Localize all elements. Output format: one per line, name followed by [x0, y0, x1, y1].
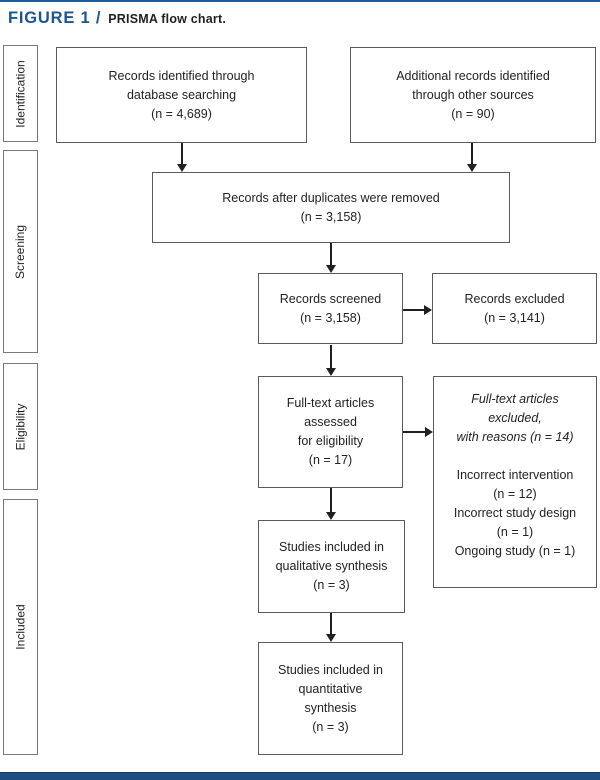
stage-included: Included [3, 499, 38, 755]
box-quantitative-synthesis: Studies included in quantitative synthes… [258, 642, 403, 755]
top-rule [0, 0, 600, 2]
box-additional-records-other-sources-text: Additional records identified through ot… [396, 68, 550, 121]
arrow-duplicates-to-screened-icon [330, 243, 332, 265]
stage-included-label: Included [13, 604, 28, 650]
box-records-after-duplicates-text: Records after duplicates were removed (n… [222, 190, 440, 224]
stage-screening: Screening [3, 150, 38, 353]
figure-number-label: FIGURE 1 / [8, 9, 102, 27]
box-records-identified-database: Records identified through database sear… [56, 47, 307, 143]
stage-identification: Identification [3, 45, 38, 142]
stage-screening-label: Screening [13, 224, 28, 279]
box-qualitative-synthesis-text: Studies included in qualitative synthesi… [275, 540, 388, 592]
box-fulltext-assessed-text: Full-text articles assessed for eligibil… [286, 396, 375, 467]
arrow-screened-to-excluded-icon [403, 309, 424, 311]
stage-identification-label: Identification [13, 59, 28, 128]
stage-eligibility: Eligibility [3, 363, 38, 490]
arrow-fulltext-to-qualitative-icon [330, 488, 332, 512]
arrow-qualitative-to-quantitative-icon [330, 613, 332, 634]
arrow-screened-to-fulltext-icon [330, 345, 332, 368]
box-quantitative-synthesis-text: Studies included in quantitative synthes… [278, 662, 383, 734]
box-fulltext-excluded-text: Full-text articles excluded, with reason… [456, 392, 574, 444]
figure-caption: PRISMA flow chart. [108, 12, 226, 26]
box-records-screened: Records screened (n = 3,158) [258, 273, 403, 344]
arrow-database-to-duplicates-icon [181, 143, 183, 164]
figure-title: FIGURE 1 / PRISMA flow chart. [8, 9, 226, 28]
box-fulltext-excluded-breakdown-text: Incorrect intervention (n = 12) Incorrec… [453, 468, 577, 558]
arrow-fulltext-to-excluded-icon [403, 431, 425, 433]
box-records-screened-text: Records screened (n = 3,158) [279, 291, 382, 325]
box-records-excluded-text: Records excluded (n = 3,141) [464, 291, 565, 325]
box-additional-records-other-sources: Additional records identified through ot… [350, 47, 596, 143]
bottom-rule [0, 772, 600, 780]
arrow-other-sources-to-duplicates-icon [471, 143, 473, 164]
stage-eligibility-label: Eligibility [13, 403, 28, 450]
box-records-identified-database-text: Records identified through database sear… [108, 68, 255, 121]
box-records-excluded: Records excluded (n = 3,141) [432, 273, 597, 344]
box-fulltext-excluded: Full-text articles excluded, with reason… [433, 376, 597, 588]
box-fulltext-assessed: Full-text articles assessed for eligibil… [258, 376, 403, 488]
box-records-after-duplicates: Records after duplicates were removed (n… [152, 172, 510, 243]
box-qualitative-synthesis: Studies included in qualitative synthesi… [258, 520, 405, 613]
